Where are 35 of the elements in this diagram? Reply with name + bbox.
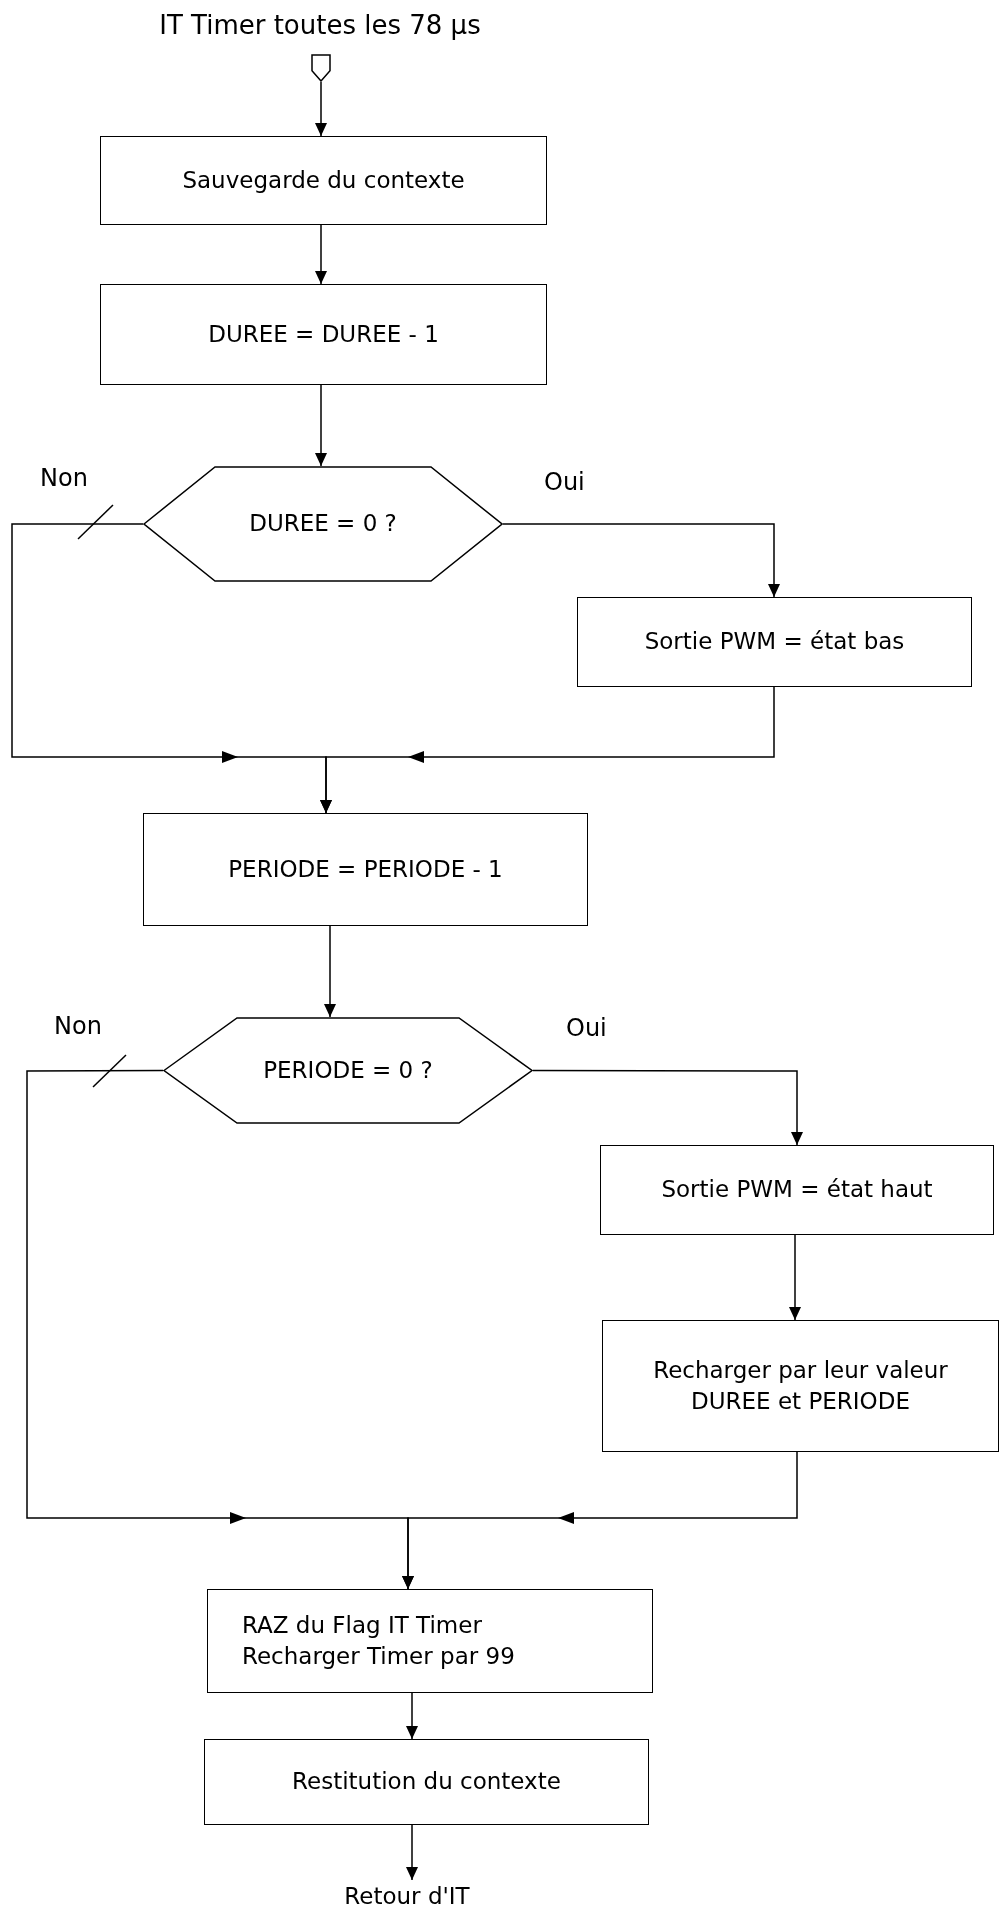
process-box bbox=[204, 1739, 649, 1825]
process-box bbox=[602, 1320, 999, 1452]
decision-hexagon bbox=[143, 466, 503, 582]
process-box bbox=[577, 597, 972, 687]
process-box bbox=[100, 136, 547, 225]
node-text: Restitution du contexte bbox=[292, 1767, 561, 1797]
node-text: PERIODE = PERIODE - 1 bbox=[228, 854, 503, 884]
node-text: Recharger Timer par 99 bbox=[242, 1642, 515, 1671]
connector bbox=[789, 1234, 801, 1321]
connector bbox=[315, 384, 327, 467]
start-label: IT Timer toutes les 78 µs bbox=[158, 8, 482, 42]
connector bbox=[406, 1824, 418, 1881]
node-text: DUREE = 0 ? bbox=[249, 509, 397, 539]
node-text: Sortie PWM = état bas bbox=[644, 627, 905, 657]
node-text: Sortie PWM = état haut bbox=[661, 1175, 933, 1205]
connector bbox=[532, 1069, 803, 1146]
connector bbox=[402, 1451, 798, 1590]
connector bbox=[315, 224, 327, 285]
process-box bbox=[143, 813, 588, 926]
node-text: Sauvegarde du contexte bbox=[182, 165, 465, 195]
connector bbox=[315, 81, 327, 137]
decision-hexagon bbox=[163, 1017, 533, 1124]
node-text: Retour d'IT bbox=[344, 1882, 470, 1912]
connector bbox=[320, 686, 775, 814]
node-text: Recharger par leur valeur DUREE et PERIODE bbox=[652, 1355, 949, 1416]
process-box bbox=[100, 284, 547, 385]
connector bbox=[502, 523, 780, 598]
process-box bbox=[207, 1589, 653, 1693]
node-text: PERIODE = 0 ? bbox=[263, 1055, 433, 1085]
node-text: DUREE = DUREE - 1 bbox=[208, 319, 439, 349]
node-text: RAZ du Flag IT Timer bbox=[242, 1610, 482, 1640]
connector bbox=[406, 1692, 418, 1740]
start-connector-symbol bbox=[311, 54, 331, 82]
connector bbox=[324, 925, 336, 1018]
process-box bbox=[600, 1145, 994, 1235]
